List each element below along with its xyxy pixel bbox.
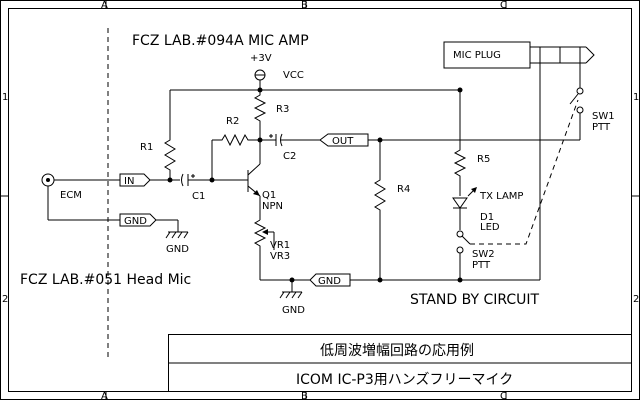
title-block — [168, 334, 632, 392]
r2-resistor — [212, 133, 260, 147]
frame-col-a-top: A — [101, 0, 108, 11]
c2-capacitor — [260, 133, 320, 147]
sw2-switch — [456, 230, 471, 280]
d1-label: D1 — [480, 212, 494, 223]
in-tag-label: IN — [124, 176, 134, 187]
sw2-label: SW2 — [472, 249, 495, 260]
ground-2-label: GND — [282, 305, 305, 316]
vcc-terminal-symbol — [254, 69, 266, 90]
r1-resistor — [164, 90, 176, 180]
c2-label: C2 — [283, 151, 296, 162]
in-tag — [119, 173, 151, 187]
c1-capacitor — [150, 173, 212, 187]
frame-col-c-bottom: C — [500, 391, 507, 400]
sw2-ptt-label: PTT — [472, 260, 491, 271]
mic-plug-symbol — [443, 41, 595, 69]
d1-led-symbol — [452, 187, 477, 230]
sw1-sw2-link — [470, 99, 579, 245]
sw1-switch — [569, 87, 584, 140]
head-mic-title: FCZ LAB.#051 Head Mic — [20, 272, 191, 288]
title-block-line1: 低周波増幅回路の応用例 — [320, 343, 474, 359]
ecm-microphone-symbol — [41, 173, 120, 221]
r5-resistor — [453, 90, 467, 196]
gnd-tag-input — [119, 213, 157, 227]
vr3-label: VR3 — [270, 251, 290, 262]
supply-voltage-label: +3V — [250, 53, 272, 64]
q1-transistor — [212, 140, 261, 220]
r4-ground-junction — [377, 277, 383, 283]
frame-row-2-right: 2 — [633, 294, 639, 305]
frame-col-b-bottom: B — [301, 391, 308, 400]
r1-label: R1 — [140, 142, 153, 153]
q1-label: Q1 — [262, 190, 276, 201]
frame-row-1-right: 1 — [633, 92, 639, 103]
r4-label: R4 — [397, 184, 410, 195]
led-label: LED — [480, 222, 500, 233]
gnd-tag-input-label: GND — [124, 216, 147, 227]
r3-label: R3 — [276, 104, 289, 115]
standby-title: STAND BY CIRCUIT — [410, 292, 540, 308]
vr1-potentiometer — [253, 219, 267, 280]
sw1-ptt-label: PTT — [592, 122, 611, 133]
title-block-line2: ICOM IC-P3用ハンズフリーマイク — [296, 372, 513, 388]
ground-symbol-2 — [279, 280, 303, 299]
r2-label: R2 — [226, 116, 239, 127]
frame-col-c-top: C — [500, 0, 507, 11]
vr1-wiper — [262, 229, 275, 250]
ground-symbol-1 — [156, 219, 189, 239]
sw1-label: SW1 — [592, 111, 615, 122]
gnd-tag-output-label: GND — [318, 276, 341, 287]
frame-col-b-top: B — [301, 0, 308, 11]
npn-label: NPN — [262, 201, 283, 212]
frame-col-a-bottom: A — [101, 391, 108, 400]
mic-plug-label: MIC PLUG — [453, 50, 501, 61]
r4-resistor — [374, 140, 386, 280]
tx-lamp-label: TX LAMP — [479, 191, 523, 202]
ecm-label: ECM — [60, 190, 82, 201]
plug-ground-junction — [457, 277, 463, 283]
frame-row-2-left: 2 — [2, 294, 8, 305]
vcc-label: VCC — [283, 70, 304, 81]
r3-resistor — [253, 90, 267, 140]
ground-1-label: GND — [166, 244, 189, 255]
out-tag-label: OUT — [332, 136, 354, 147]
mic-amp-title: FCZ LAB.#094A MIC AMP — [132, 33, 309, 49]
vr1-label: VR1 — [270, 240, 290, 251]
r5-label: R5 — [477, 154, 490, 165]
c1-label: C1 — [192, 191, 205, 202]
frame-row-1-left: 1 — [2, 92, 8, 103]
